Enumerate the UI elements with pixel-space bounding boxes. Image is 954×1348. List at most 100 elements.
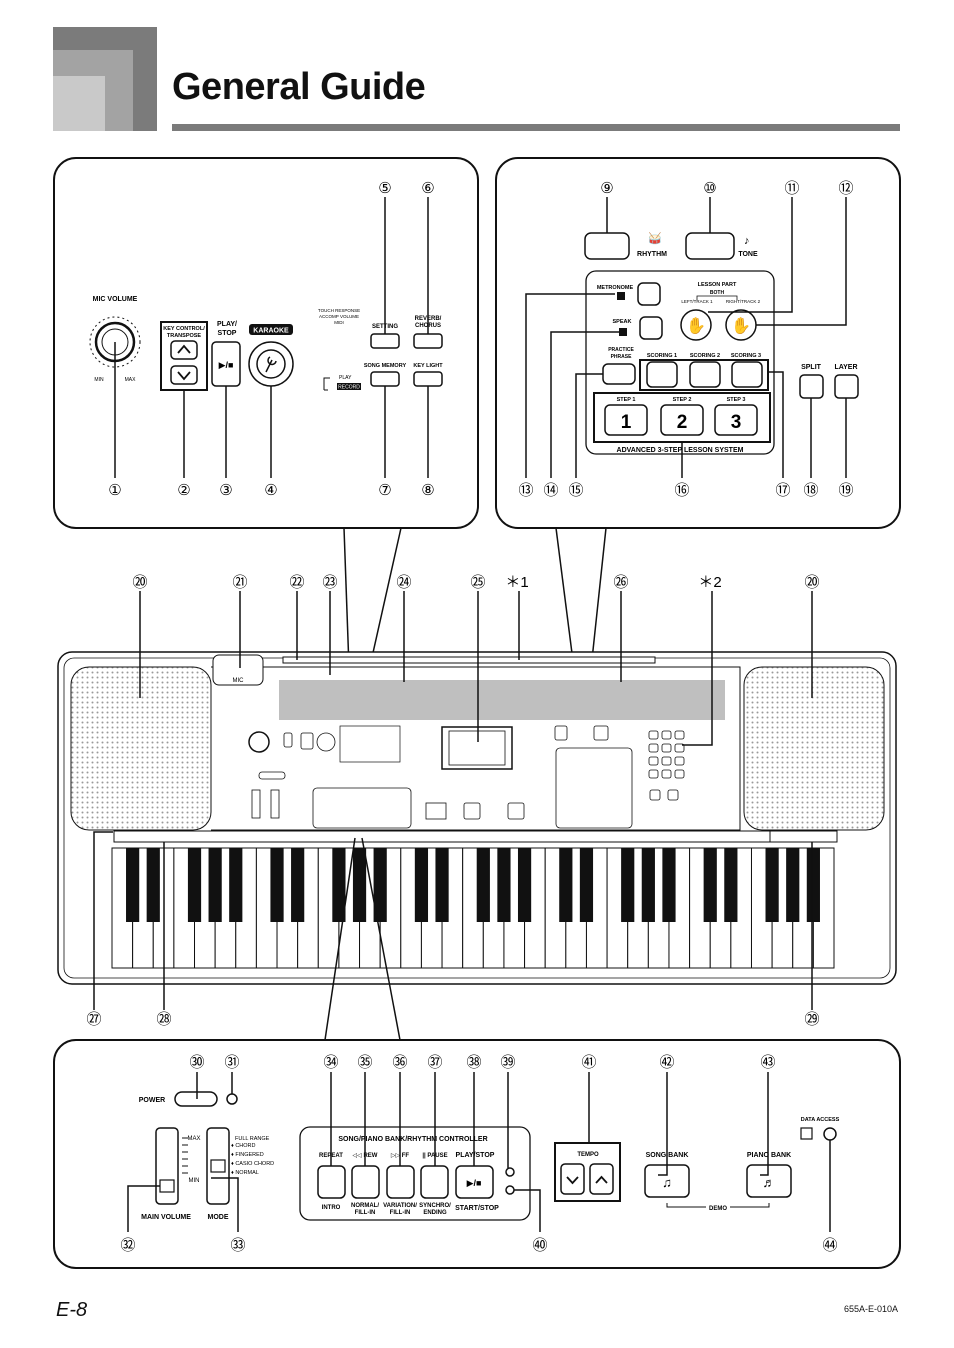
mode-normal: ♦ NORMAL [231,1170,259,1176]
black-key[interactable] [559,848,573,922]
speak-button[interactable] [639,316,663,340]
left-track-label: LEFT/TRACK 1 [681,299,713,304]
synchro-ending-button[interactable] [420,1165,449,1199]
variation-fill-in-button[interactable] [386,1165,415,1199]
transpose-small[interactable] [283,732,293,748]
black-key[interactable] [187,848,202,922]
callout-2: ② [177,482,190,499]
black-key[interactable] [126,848,140,922]
black-key[interactable] [352,848,367,922]
right-hand-button[interactable]: ✋ [725,309,757,341]
black-key[interactable] [765,848,779,922]
key-light-button[interactable] [413,371,443,387]
tempo-label: TEMPO [577,1152,599,1158]
black-key[interactable] [724,848,738,922]
song-memory-label: SONG MEMORY [364,363,407,369]
callout-27: ㉗ [86,1011,101,1028]
callout-34: ㉞ [323,1054,338,1071]
tempo-up-button[interactable] [589,1163,614,1195]
callout-16: ⑯ [674,482,689,499]
main-volume-small[interactable] [251,789,261,819]
piano-bank-strip [769,830,838,843]
black-key[interactable] [414,848,429,922]
mode-small[interactable] [270,789,280,819]
karaoke-label: KARAOKE [253,328,289,335]
midi-label: MIDI [334,320,344,325]
black-key[interactable] [517,848,532,922]
indicator-lamp-1 [505,1167,515,1177]
step-3-button[interactable]: 3 [714,404,758,436]
rhythm-button[interactable] [584,232,630,260]
tone-button[interactable] [685,232,735,260]
karaoke-small[interactable] [316,732,336,752]
song-memory-button[interactable] [370,371,400,387]
split-label: SPLIT [801,364,822,371]
black-key[interactable] [476,848,490,922]
scoring-3-button[interactable] [731,361,763,388]
lesson-part-label: LESSON PART [698,282,737,288]
step-1-button[interactable]: 1 [604,404,648,436]
lesson-system-label: ADVANCED 3-STEP LESSON SYSTEM [617,447,744,454]
callout-7: ⑦ [378,482,391,499]
black-key[interactable] [579,848,594,922]
black-key[interactable] [621,848,635,922]
play-stop-small[interactable] [300,732,314,750]
start-stop-button[interactable]: ▶/■ [455,1165,494,1199]
black-key[interactable] [703,848,717,922]
metronome-button[interactable] [637,282,661,306]
callout-28: ㉘ [156,1011,171,1028]
black-key[interactable] [291,848,305,922]
practice-phrase-button[interactable] [602,363,636,385]
controller-frame [299,1126,531,1221]
callout-35: ㉟ [357,1054,372,1071]
lesson-both-label: BOTH [710,290,725,296]
black-key[interactable] [435,848,449,922]
transpose-down-button[interactable] [170,365,198,385]
black-key[interactable] [662,848,676,922]
piano-bank-button[interactable]: ♬ [746,1164,792,1198]
normal-fill-in-button[interactable] [351,1165,380,1199]
black-key[interactable] [641,848,655,922]
left-hand-button[interactable]: ✋ [680,309,712,341]
step-2-button[interactable]: 2 [660,404,704,436]
mic-volume-knob-small[interactable] [248,731,270,753]
karaoke-button[interactable] [248,341,294,387]
black-key[interactable] [270,848,284,922]
intro-button[interactable] [317,1165,346,1199]
power-switch[interactable] [174,1091,218,1107]
black-key[interactable] [786,848,800,922]
black-key[interactable] [229,848,243,922]
controller-label: SONG/PIANO BANK/RHYTHM CONTROLLER [338,1136,487,1143]
black-key[interactable] [332,848,346,922]
split-button[interactable] [799,374,824,399]
mode-fingered: ♦ FINGERED [231,1152,264,1158]
mic-label: MIC [233,678,245,684]
black-key[interactable] [208,848,222,922]
black-key[interactable] [497,848,511,922]
svg-text:2: 2 [677,412,688,433]
callout-24: ㉔ [396,574,411,591]
tempo-down-button[interactable] [560,1163,585,1195]
title-rule [172,124,900,131]
reverb-chorus-button[interactable] [413,333,443,349]
black-key[interactable] [373,848,387,922]
middle-callouts: ⑳ ㉑ ㉒ ㉓ ㉔ ㉕ ＊1 ㉖ ＊2 ⑳ ㉗ ㉘ ㉙ [86,574,820,1041]
left-speaker [70,666,212,831]
key-light-strip [113,830,771,843]
rhythm-small[interactable] [554,725,568,741]
power-small[interactable] [258,771,286,780]
callout-15: ⑮ [568,482,583,499]
tone-small[interactable] [593,725,609,741]
setting-button[interactable] [370,333,400,349]
callout-37: ㊲ [427,1054,442,1071]
black-key[interactable] [146,848,160,922]
callout-30: ㉚ [189,1054,204,1071]
scoring-2-button[interactable] [689,361,721,388]
black-key[interactable] [806,848,820,922]
transpose-up-button[interactable] [170,340,198,360]
callout-25: ㉕ [470,574,485,591]
play-pause-icon: ▶/■ [219,360,234,370]
scoring-1-button[interactable] [646,361,678,388]
layer-button[interactable] [834,374,859,399]
play-stop-button[interactable]: ▶/■ [211,341,241,387]
